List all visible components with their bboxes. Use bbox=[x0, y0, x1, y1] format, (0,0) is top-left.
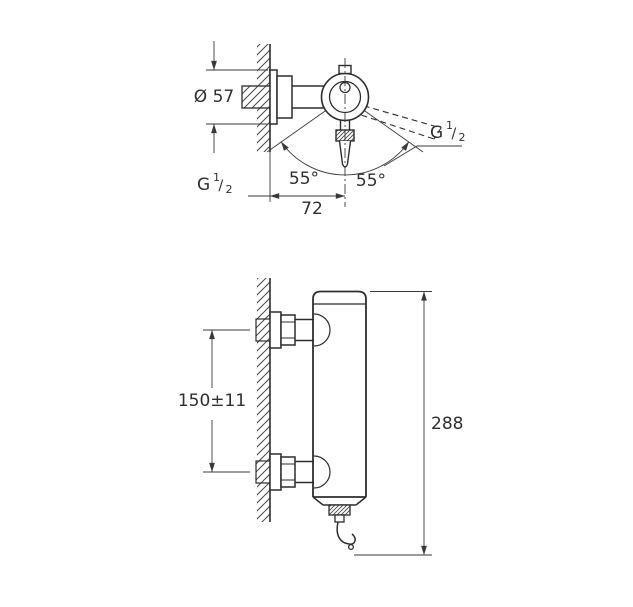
escutcheon-side bbox=[269, 69, 293, 125]
top-view: Ø 57 G 1 / 2 G 1 / 2 55° 55° 72 bbox=[194, 41, 466, 219]
thread-denominator: 2 bbox=[459, 131, 466, 144]
upper-boss-curve bbox=[313, 313, 331, 347]
body-top-dome bbox=[312, 290, 367, 304]
escutcheon-cup bbox=[276, 75, 293, 119]
escutcheon bbox=[269, 453, 282, 491]
wall-section-front bbox=[257, 278, 271, 522]
spacing-label: 150±11 bbox=[178, 391, 246, 411]
mixer-body bbox=[312, 290, 367, 498]
inlet-thread-tail bbox=[241, 85, 271, 109]
thread-numerator: 1 bbox=[213, 171, 220, 184]
union-nut bbox=[280, 314, 296, 346]
diameter-label: Ø 57 bbox=[194, 87, 234, 107]
knurled-ring bbox=[328, 504, 351, 516]
depth-label: 72 bbox=[301, 199, 323, 219]
hook-tip bbox=[347, 543, 355, 551]
dimension-diameter: Ø 57 bbox=[194, 41, 268, 153]
dimension-height: 288 bbox=[354, 291, 463, 556]
wall-section-top bbox=[257, 44, 271, 202]
thread-numerator: 1 bbox=[446, 119, 453, 132]
dimension-spacing: 150±11 bbox=[178, 329, 250, 473]
rotated-outlet-dashed bbox=[351, 102, 442, 140]
thread-label-left: G 1 / 2 bbox=[197, 171, 233, 196]
thread-prefix: G bbox=[197, 175, 210, 195]
escutcheon-flange bbox=[269, 69, 278, 125]
thread-tail bbox=[255, 460, 271, 484]
thread-denominator: 2 bbox=[226, 183, 233, 196]
bottom-outlet bbox=[312, 496, 367, 551]
front-view: 150±11 288 bbox=[178, 278, 463, 556]
upper-union bbox=[255, 311, 314, 349]
union-pipe-top bbox=[292, 85, 324, 109]
height-label: 288 bbox=[431, 414, 463, 434]
dimension-depth: 72 bbox=[248, 193, 346, 219]
angle-right-label: 55° bbox=[356, 171, 386, 191]
lower-union bbox=[255, 453, 314, 491]
wall-hatching bbox=[257, 278, 270, 522]
outlet-stem bbox=[334, 514, 345, 523]
thread-tail bbox=[255, 318, 271, 342]
thread-leader-line bbox=[383, 145, 462, 167]
thread-label-right: G 1 / 2 bbox=[383, 119, 466, 167]
thread-prefix: G bbox=[430, 123, 443, 143]
thread-slash: / bbox=[219, 178, 224, 194]
pull-hook bbox=[336, 521, 356, 545]
thread-slash: / bbox=[452, 126, 457, 142]
union-nut bbox=[280, 456, 296, 488]
lower-boss-curve bbox=[313, 455, 331, 489]
angle-left-label: 55° bbox=[289, 169, 319, 189]
escutcheon bbox=[269, 311, 282, 349]
